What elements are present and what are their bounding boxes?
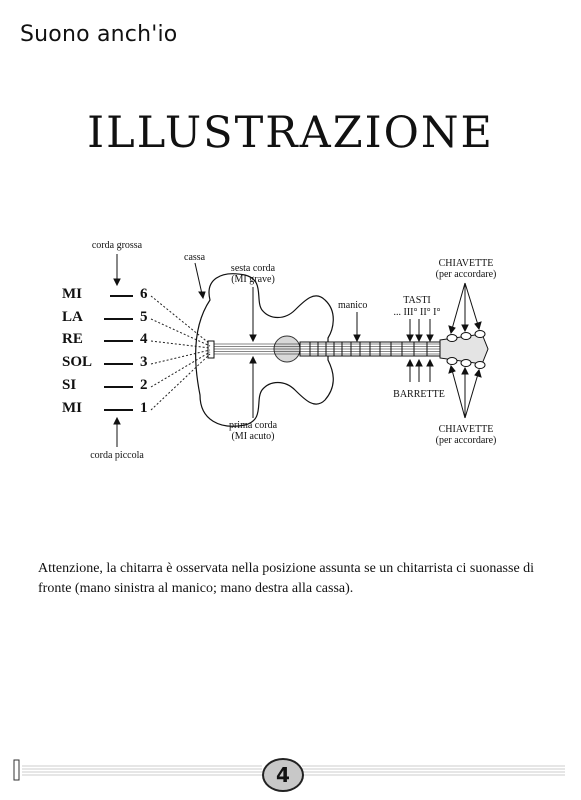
header-title: Suono anch'io xyxy=(20,22,178,47)
label-tasti-sub: ... III° II° I° xyxy=(393,307,441,318)
page-number: 4 xyxy=(262,758,304,792)
note-label: SI xyxy=(62,377,77,393)
string-number: 6 xyxy=(140,286,148,302)
note-label: LA xyxy=(62,309,83,325)
label-chiavette-bottom-sub: (per accordare) xyxy=(435,435,497,446)
string-number: 1 xyxy=(140,400,148,416)
label-prima-corda-sub: (MI acuto) xyxy=(231,431,275,442)
label-sesta-corda: sesta corda xyxy=(230,263,276,274)
footer-rule xyxy=(22,765,565,776)
page-heading: ILLUSTRAZIONE xyxy=(87,108,494,158)
note-label: MI xyxy=(62,400,82,416)
label-chiavette-top-sub: (per accordare) xyxy=(435,269,497,280)
label-tasti: TASTI xyxy=(403,295,431,306)
string-number: 4 xyxy=(140,331,148,347)
label-corda-grossa: corda grossa xyxy=(91,240,143,251)
footer-marker xyxy=(13,759,20,781)
tuning-pegs xyxy=(446,330,486,369)
label-chiavette-bottom: CHIAVETTE xyxy=(438,424,494,435)
string-dashes xyxy=(104,295,133,411)
label-cassa: cassa xyxy=(184,252,206,263)
label-chiavette-top: CHIAVETTE xyxy=(438,258,494,269)
label-manico: manico xyxy=(338,300,368,311)
guitar-body xyxy=(194,273,334,427)
strings xyxy=(214,343,446,355)
label-corda-piccola: corda piccola xyxy=(90,450,144,461)
label-barrette: BARRETTE xyxy=(393,389,445,400)
string-number: 3 xyxy=(140,354,148,370)
string-number: 2 xyxy=(140,377,148,393)
label-prima-corda: prima corda xyxy=(228,420,278,431)
note-label: MI xyxy=(62,286,82,302)
caption-text: Attenzione, la chitarra è osservata nell… xyxy=(38,561,535,596)
dotted-guides xyxy=(150,295,211,411)
label-sesta-corda-sub: (MI grave) xyxy=(231,274,275,285)
bridge xyxy=(207,340,215,359)
note-label: SOL xyxy=(62,354,93,370)
note-label: RE xyxy=(62,331,83,347)
string-number: 5 xyxy=(140,309,148,325)
